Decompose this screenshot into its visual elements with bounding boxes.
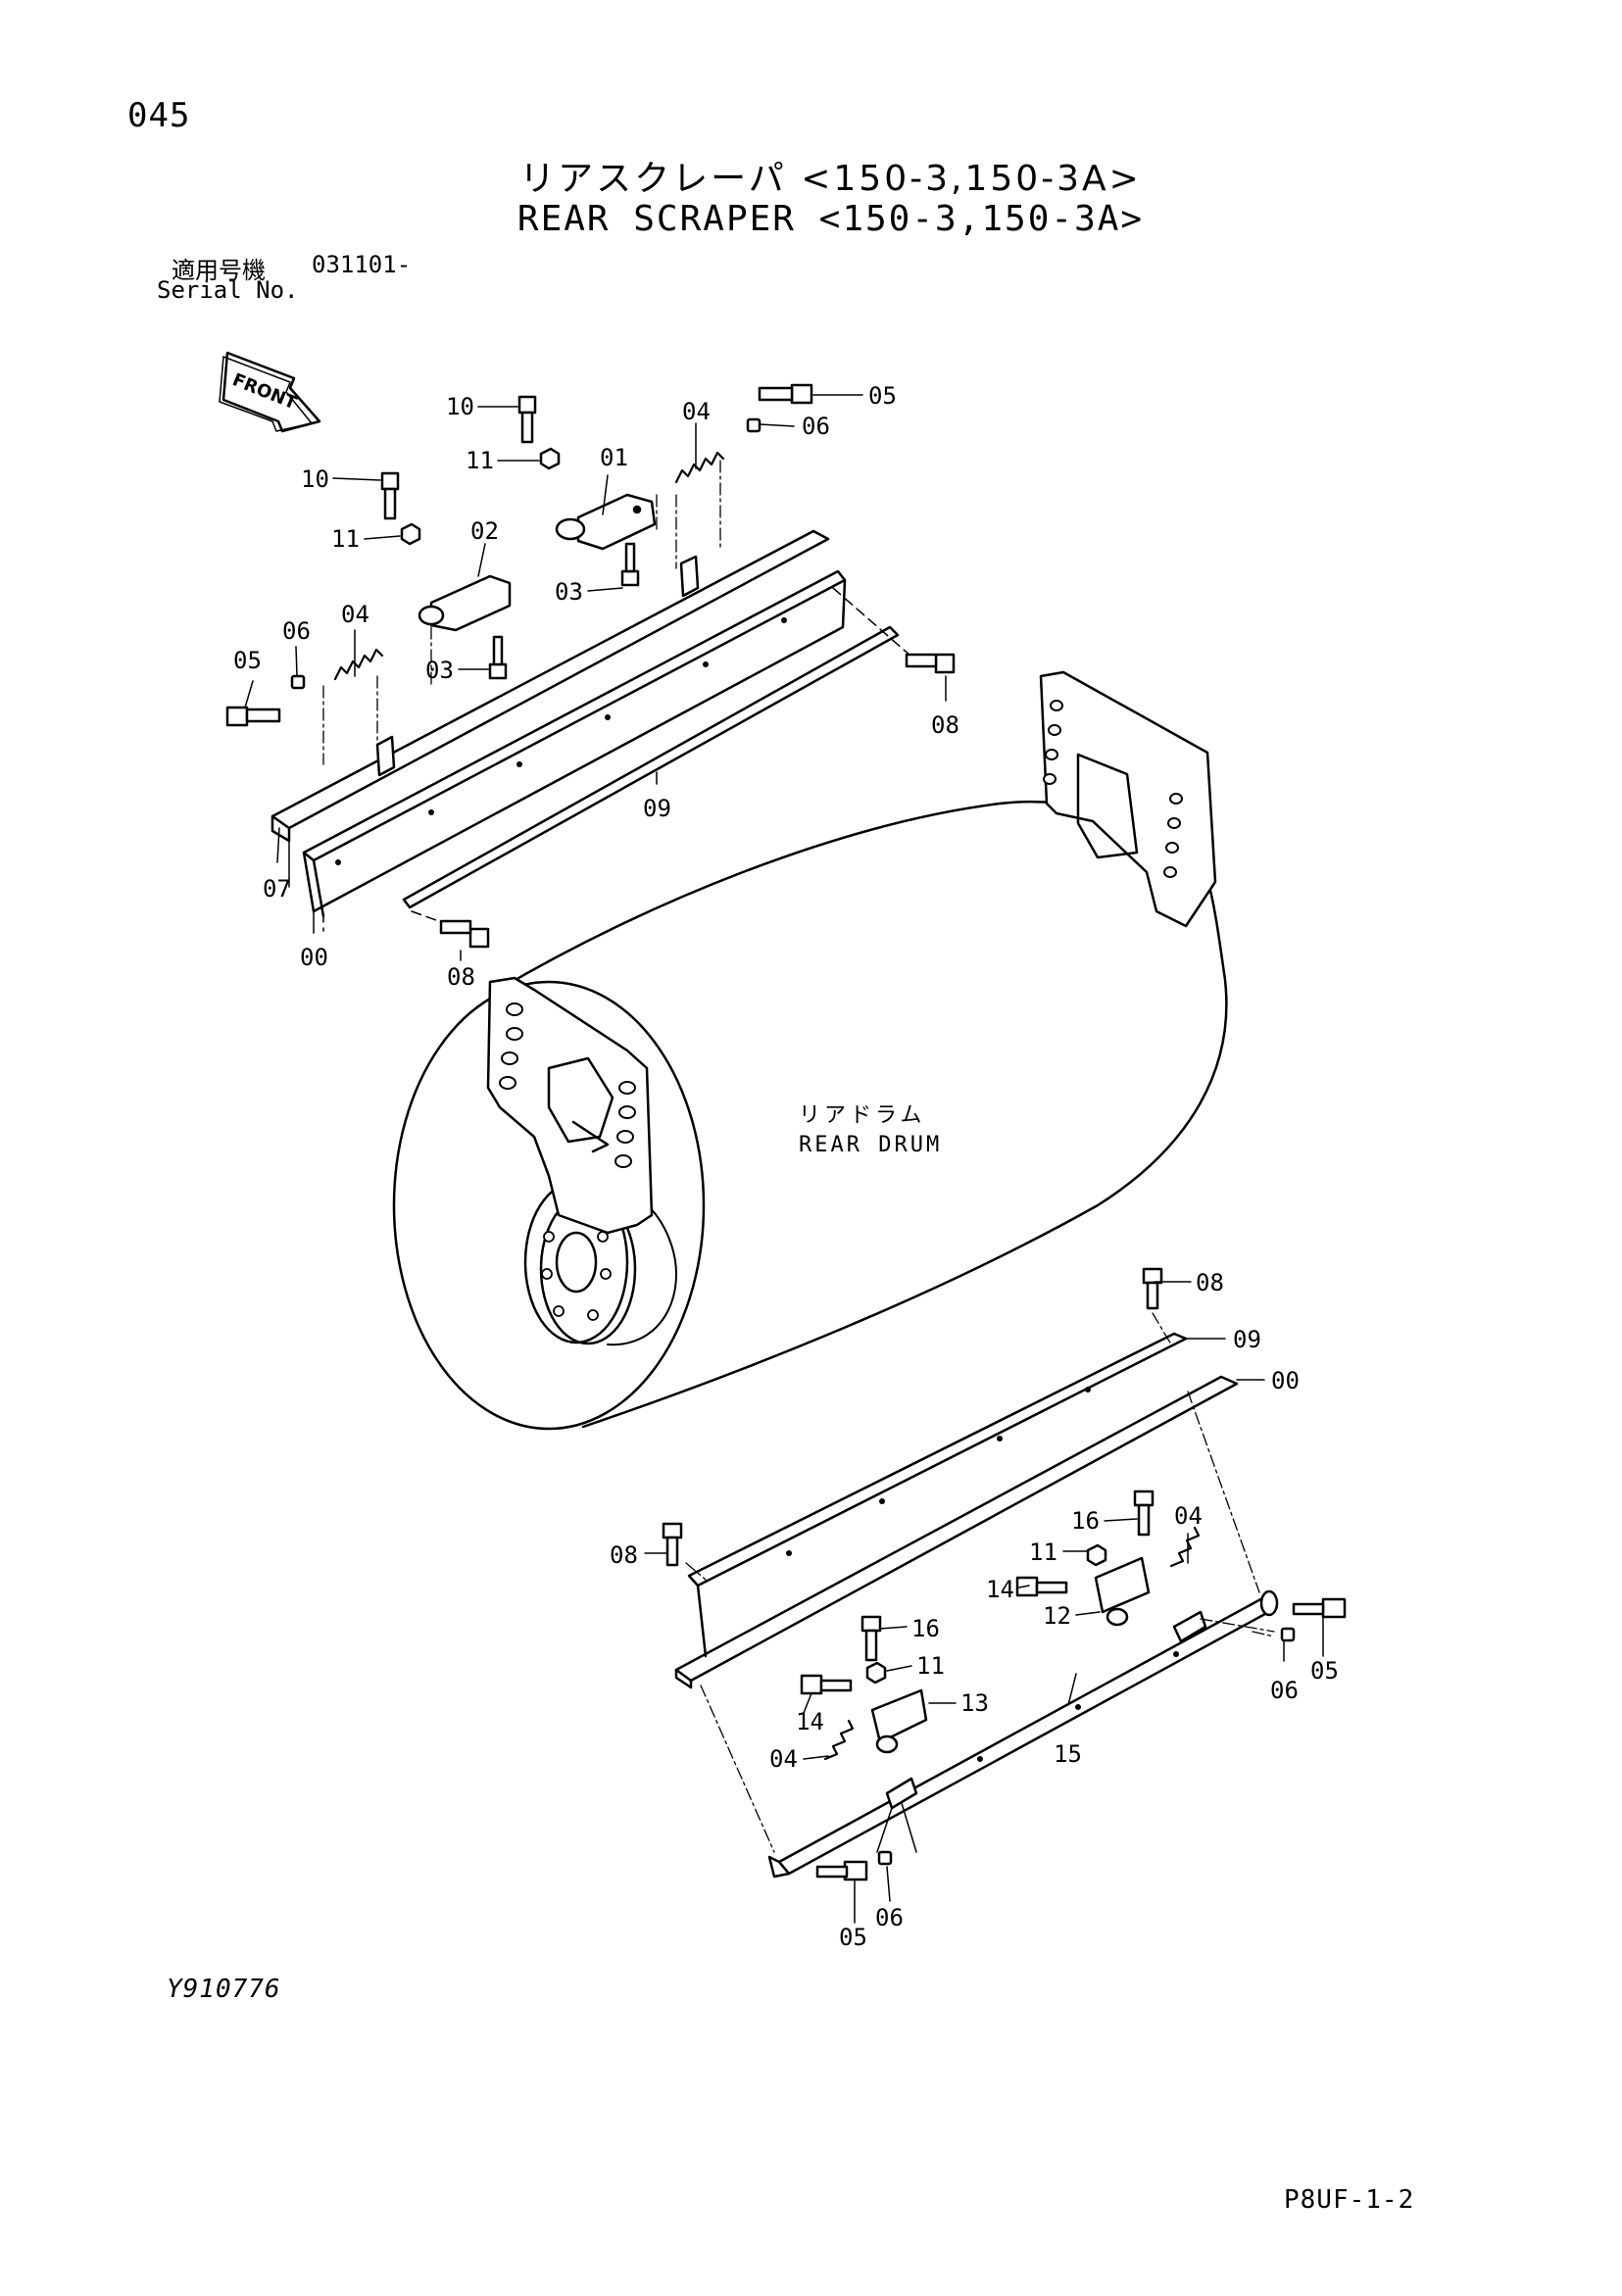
callout-08: 08 [931, 711, 959, 739]
part-callouts: 10 11 04 05 06 01 10 11 02 03 03 04 06 0… [233, 382, 1339, 1951]
callout-11: 11 [466, 447, 494, 474]
callout-05: 05 [1310, 1657, 1339, 1685]
callout-00: 00 [300, 944, 328, 971]
callout-16: 16 [911, 1615, 940, 1642]
callout-05: 05 [868, 382, 897, 410]
bolt-icon [225, 383, 956, 949]
callout-00: 00 [1271, 1367, 1300, 1394]
callout-14: 14 [986, 1576, 1014, 1603]
callout-04: 04 [769, 1745, 798, 1773]
drawing-reference-code: Y910776 [167, 1975, 281, 2004]
callout-04: 04 [341, 601, 369, 628]
bolt-icon [662, 1267, 1347, 1881]
callout-11: 11 [331, 525, 360, 553]
serial-label-japanese: 適用号機 [172, 257, 266, 284]
drum-label-japanese: リアドラム [799, 1103, 925, 1128]
front-arrow-icon [219, 351, 321, 433]
title-japanese: リアスクレーパ <150-3,150-3A> [519, 159, 1142, 199]
callout-05: 05 [839, 1924, 867, 1951]
callout-10: 10 [446, 393, 474, 420]
callout-05: 05 [233, 647, 262, 674]
callout-01: 01 [600, 444, 628, 471]
lower-scraper-assembly [662, 1267, 1347, 1881]
callout-10: 10 [301, 465, 329, 493]
serial-label-english: Serial No. [157, 276, 299, 304]
serial-value: 031101- [312, 251, 412, 278]
callout-04: 04 [1174, 1502, 1203, 1530]
callout-08: 08 [447, 963, 475, 991]
callout-06: 06 [282, 617, 311, 645]
callout-08: 08 [1196, 1269, 1224, 1296]
callout-06: 06 [1270, 1677, 1299, 1704]
callout-11: 11 [916, 1652, 945, 1680]
upper-scraper-assembly [225, 383, 956, 949]
rear-drum [392, 670, 1228, 1431]
callout-09: 09 [643, 795, 671, 822]
leader-lines [244, 394, 1324, 1924]
callout-06: 06 [802, 413, 830, 440]
callout-14: 14 [796, 1708, 824, 1735]
callout-13: 13 [960, 1689, 989, 1717]
drum-label-english: REAR DRUM [799, 1133, 942, 1157]
callout-03: 03 [425, 657, 454, 684]
callout-03: 03 [555, 578, 583, 606]
callout-06: 06 [875, 1904, 904, 1931]
callout-15: 15 [1054, 1740, 1082, 1768]
callout-02: 02 [470, 517, 499, 545]
callout-04: 04 [682, 398, 711, 425]
callout-11: 11 [1029, 1539, 1057, 1566]
callout-09: 09 [1233, 1326, 1261, 1353]
callout-07: 07 [263, 875, 291, 903]
callout-08: 08 [610, 1541, 638, 1569]
title-english: REAR SCRAPER <150-3,150-3A> [516, 199, 1145, 239]
page-number: 045 [127, 96, 191, 135]
callout-16: 16 [1071, 1507, 1100, 1535]
sheet-identifier: P8UF-1-2 [1284, 2185, 1415, 2215]
callout-12: 12 [1043, 1602, 1071, 1630]
